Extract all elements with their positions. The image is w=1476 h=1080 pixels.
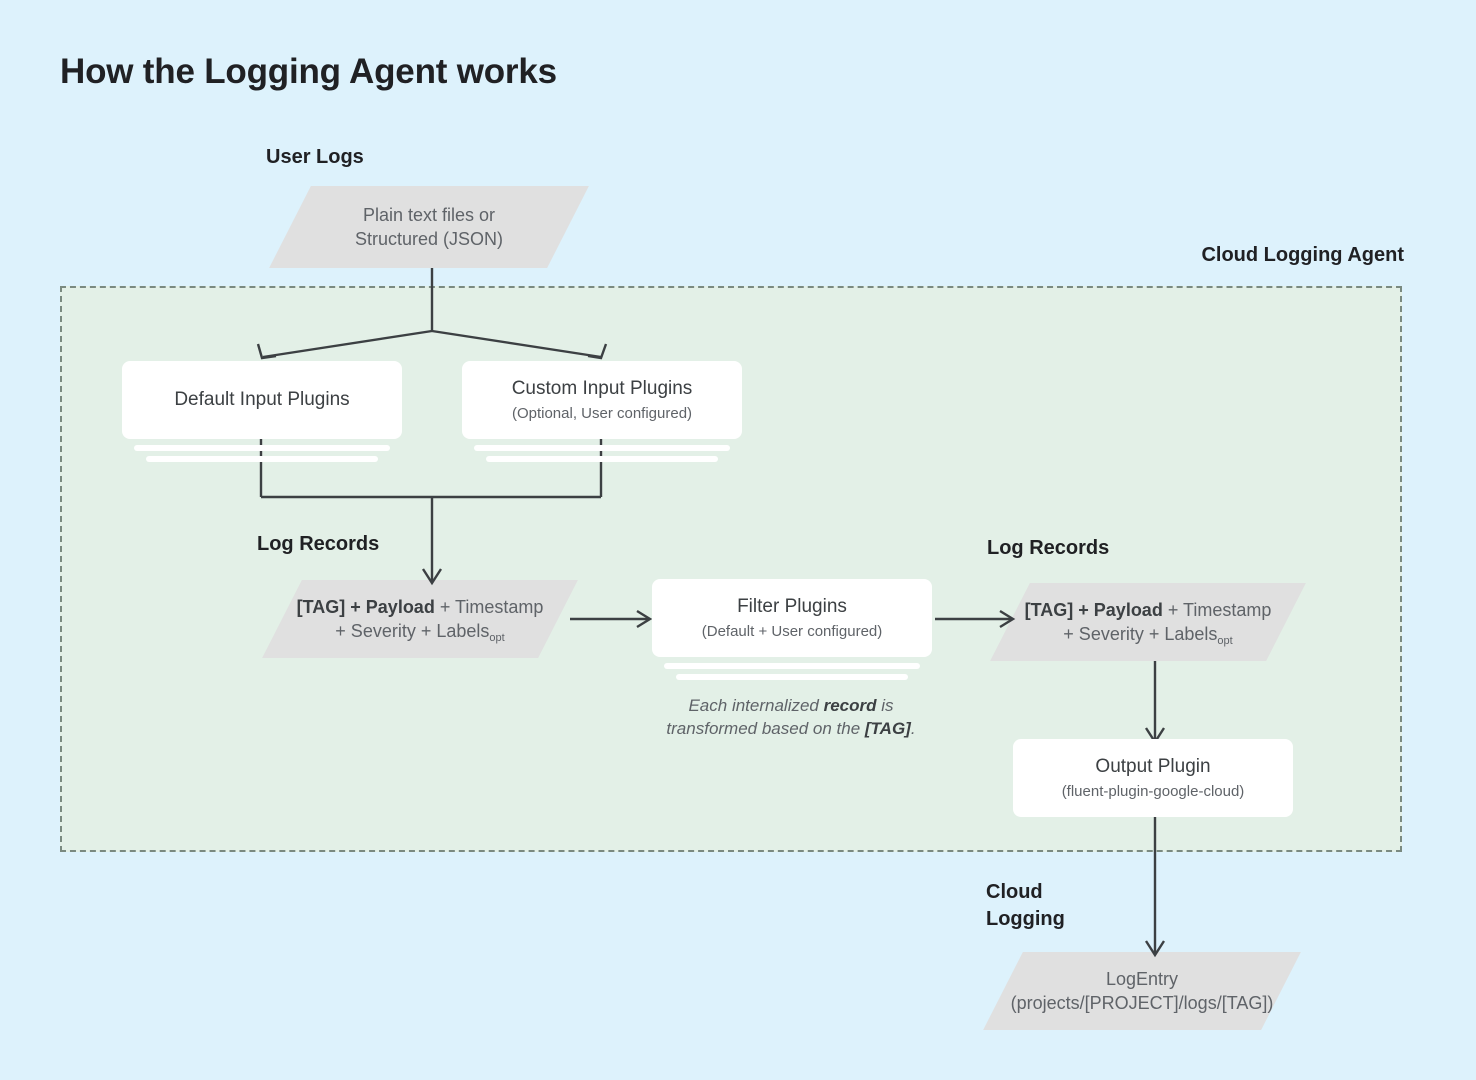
card-stack-sheet-1-custom: [474, 445, 730, 451]
node-custom-input-plugins[interactable]: Custom Input Plugins (Optional, User con…: [462, 361, 742, 439]
caption-line1-b: record: [823, 696, 877, 715]
node-filter-plugins[interactable]: Filter Plugins (Default + User configure…: [652, 579, 932, 657]
filter-plugins-title: Filter Plugins: [737, 595, 847, 617]
log-record-right-bold: [TAG] + Payload: [1024, 599, 1163, 620]
custom-input-plugins-title: Custom Input Plugins: [511, 377, 693, 399]
label-log-records-right: Log Records: [987, 537, 1110, 559]
page-title: How the Logging Agent works: [60, 52, 557, 91]
node-output-plugin[interactable]: Output Plugin (fluent-plugin-google-clou…: [1013, 739, 1293, 817]
log-entry-title: LogEntry: [1105, 968, 1179, 989]
caption-line2-a: transformed based on the: [666, 719, 865, 739]
caption-transform-note: Each internalized record is transformed …: [643, 694, 939, 741]
caption-line2-c: .: [910, 719, 916, 739]
label-cloud-logging-line1: Cloud: [986, 881, 1043, 903]
user-logs-source-line2: Structured (JSON): [354, 229, 504, 249]
label-user-logs: User Logs: [266, 146, 364, 168]
log-record-right-subscript: opt: [1217, 635, 1233, 647]
output-plugin-title: Output Plugin: [1095, 755, 1211, 777]
card-stack-sheet-1-default: [134, 445, 390, 451]
card-stack-sheet-2-filter: [676, 674, 908, 680]
default-input-plugins-title: Default Input Plugins: [174, 388, 350, 410]
filter-plugins-subtitle: (Default + User configured): [701, 622, 883, 640]
card-stack-sheet-2-custom: [486, 456, 718, 462]
card-stack-sheet-1-filter: [664, 663, 920, 669]
log-record-right-line2: + Severity + Labels: [1063, 624, 1218, 644]
node-log-record-right[interactable]: [TAG] + Payload + Timestamp + Severity +…: [990, 583, 1306, 661]
node-log-entry[interactable]: LogEntry (projects/[PROJECT]/logs/[TAG]): [983, 952, 1301, 1030]
node-log-record-left[interactable]: [TAG] + Payload + Timestamp + Severity +…: [262, 580, 578, 658]
log-entry-subtitle: (projects/[PROJECT]/logs/[TAG]): [1010, 993, 1274, 1013]
node-default-input-plugins[interactable]: Default Input Plugins: [122, 361, 402, 439]
log-record-left-line2: + Severity + Labels: [335, 621, 490, 641]
user-logs-source-line1: Plain text files or: [362, 204, 496, 225]
log-record-right-rest: + Timestamp: [1162, 599, 1272, 620]
caption-line1-c: is: [876, 696, 894, 715]
custom-input-plugins-subtitle: (Optional, User configured): [511, 404, 693, 422]
output-plugin-subtitle: (fluent-plugin-google-cloud): [1061, 782, 1245, 800]
label-cloud-logging-line2: Logging: [986, 908, 1065, 930]
log-record-left-bold: [TAG] + Payload: [296, 596, 435, 617]
log-record-left-subscript: opt: [489, 632, 505, 644]
caption-line2-b: [TAG]: [864, 719, 911, 739]
node-user-logs-source[interactable]: Plain text files or Structured (JSON): [269, 186, 589, 268]
log-record-left-rest: + Timestamp: [434, 596, 544, 617]
label-cloud-logging-agent: Cloud Logging Agent: [1201, 244, 1404, 266]
card-stack-sheet-2-default: [146, 456, 378, 462]
caption-line1-a: Each internalized: [688, 696, 824, 715]
label-cloud-logging: Cloud Logging: [986, 879, 1065, 933]
label-log-records-left: Log Records: [257, 533, 380, 555]
